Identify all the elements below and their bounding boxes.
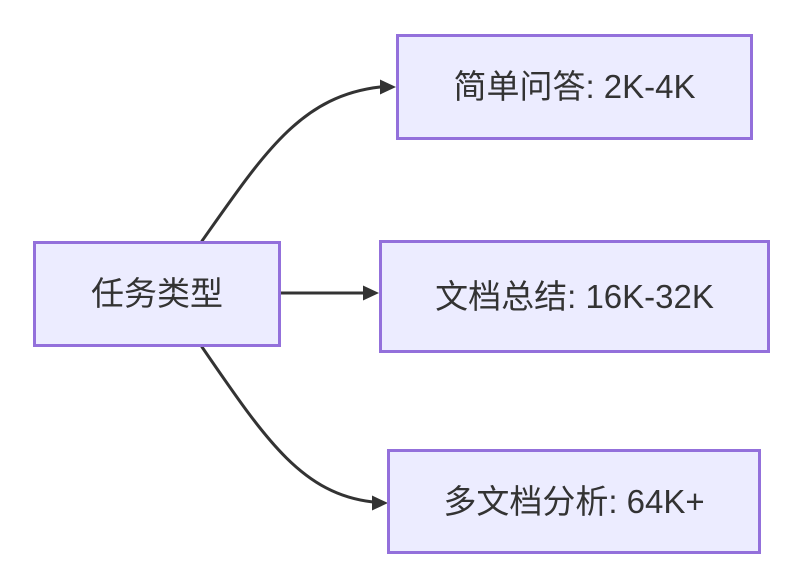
node-multi-doc: 多文档分析: 64K+ [387,449,761,554]
arrowhead-doc-summary-icon [363,285,379,301]
node-multi-doc-label: 多文档分析: 64K+ [443,482,705,520]
node-simple-qa-label: 简单问答: 2K-4K [453,68,696,106]
node-simple-qa: 简单问答: 2K-4K [396,34,753,140]
arrowhead-simple-qa-icon [380,79,396,95]
arrowhead-multi-doc-icon [372,495,388,511]
node-doc-summary-label: 文档总结: 16K-32K [435,277,714,315]
edge-root-to-simple-qa [200,85,382,243]
node-task-type: 任务类型 [33,241,281,347]
node-task-type-label: 任务类型 [91,275,223,313]
node-doc-summary: 文档总结: 16K-32K [379,240,770,353]
edge-root-to-multi-doc [200,345,375,504]
